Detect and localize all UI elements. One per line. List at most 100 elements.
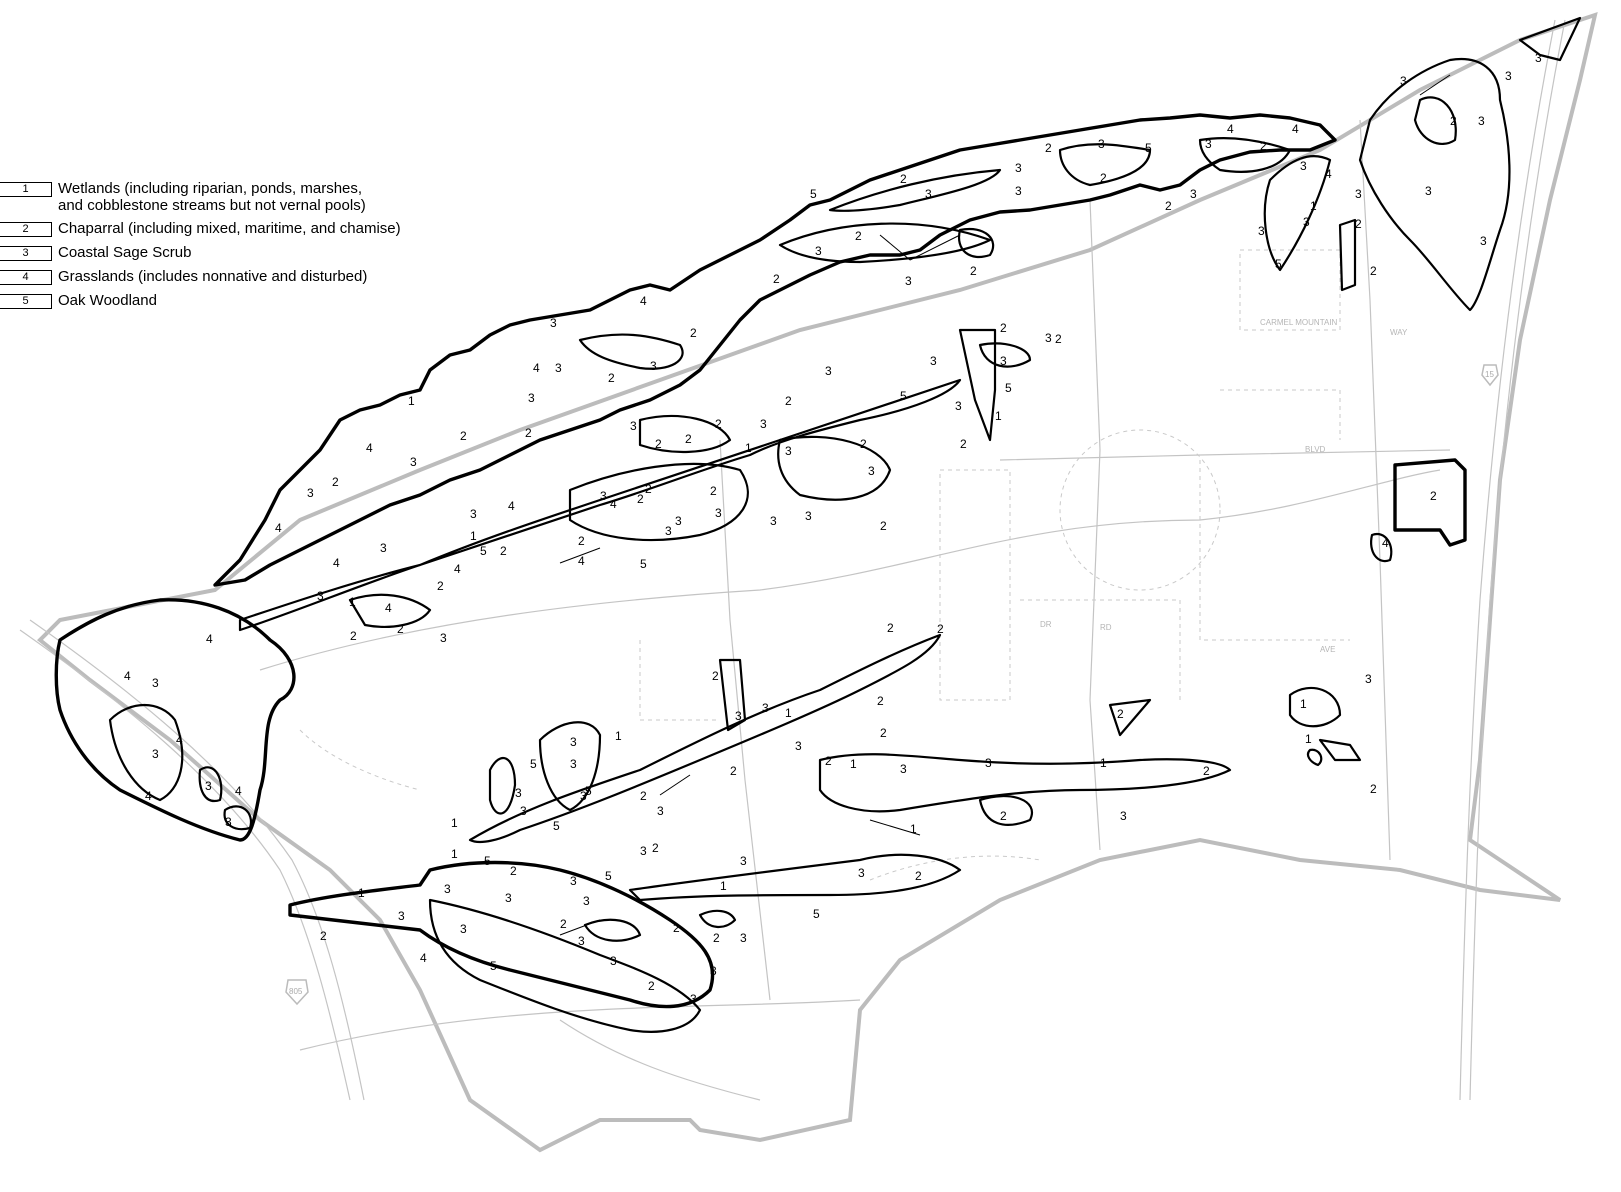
habitat-code-label: 3 <box>307 486 314 500</box>
habitat-code-label: 3 <box>665 524 672 538</box>
habitat-code-label: 4 <box>610 497 617 511</box>
planning-boundary <box>37 11 1598 1153</box>
habitat-polygon-central-south <box>468 633 942 844</box>
habitat-code-label: 3 <box>410 455 417 469</box>
legend-swatch: 3 <box>0 246 52 261</box>
habitat-code-label: 2 <box>460 429 467 443</box>
habitat-code-label: 2 <box>320 929 327 943</box>
habitat-code-label: 1 <box>451 847 458 861</box>
habitat-code-label: 2 <box>1355 217 1362 231</box>
habitat-code-label: 1 <box>451 816 458 830</box>
habitat-code-label: 2 <box>640 789 647 803</box>
habitat-code-label: 3 <box>1098 137 1105 151</box>
main-arterial <box>259 469 1441 671</box>
habitat-code-label: 2 <box>900 172 907 186</box>
habitat-code-label: 2 <box>1045 141 1052 155</box>
habitat-code-label: 2 <box>712 669 719 683</box>
habitat-code-label: 3 <box>1480 234 1487 248</box>
habitat-code-label: 2 <box>1055 332 1062 346</box>
habitat-code-label: 2 <box>1450 114 1457 128</box>
legend-label: Coastal Sage Scrub <box>58 244 192 261</box>
habitat-code-label: 4 <box>508 499 515 513</box>
habitat-code-label: 2 <box>970 264 977 278</box>
habitat-code-label: 1 <box>745 441 752 455</box>
habitat-polygon-south-band <box>288 860 715 1009</box>
habitat-code-label: 3 <box>570 735 577 749</box>
habitat-code-label: 2 <box>960 437 967 451</box>
habitat-code-label: 2 <box>877 694 884 708</box>
legend-swatch: 2 <box>0 222 52 237</box>
habitat-code-label: 4 <box>366 441 373 455</box>
legend-label: Oak Woodland <box>58 292 157 309</box>
habitat-code-label: 3 <box>900 762 907 776</box>
habitat-code-label: 3 <box>1045 331 1052 345</box>
habitat-code-label: 4 <box>1382 536 1389 550</box>
habitat-code-label: 2 <box>1430 489 1437 503</box>
habitat-code-label: 3 <box>690 992 697 1006</box>
habitat-code-label: 3 <box>380 541 387 555</box>
habitat-polygon-west <box>54 598 296 842</box>
legend-swatch: 5 <box>0 294 52 309</box>
habitat-code-label: 1 <box>910 822 917 836</box>
street-label: WAY <box>1390 328 1408 337</box>
habitat-code-label: 3 <box>440 631 447 645</box>
habitat-code-label: 3 <box>710 964 717 978</box>
habitat-code-label: 5 <box>813 907 820 921</box>
habitat-code-label: 2 <box>773 272 780 286</box>
habitat-code-label: 3 <box>735 709 742 723</box>
habitat-code-label: 2 <box>1000 809 1007 823</box>
habitat-polygon-mid <box>238 378 962 632</box>
habitat-code-label: 1 <box>470 529 477 543</box>
habitat-code-label: 2 <box>350 629 357 643</box>
svg-text:15: 15 <box>1485 370 1494 379</box>
habitat-code-label: 2 <box>510 864 517 878</box>
habitat-code-label: 3 <box>985 756 992 770</box>
shield-805: 805 <box>285 979 309 1006</box>
habitat-code-label: 4 <box>420 951 427 965</box>
habitat-code-label: 3 <box>225 815 232 829</box>
habitat-polygon-ne <box>1358 57 1511 312</box>
habitat-code-label: 1 <box>1310 199 1317 213</box>
habitat-code-label: 3 <box>550 316 557 330</box>
habitat-code-label: 3 <box>317 589 324 603</box>
habitat-code-label: 5 <box>1275 257 1282 271</box>
habitat-code-label: 2 <box>1165 199 1172 213</box>
habitat-polygon-north-ridge <box>213 113 1337 587</box>
habitat-code-label: 2 <box>785 394 792 408</box>
habitat-code-label: 5 <box>1005 381 1012 395</box>
habitat-code-label: 3 <box>955 399 962 413</box>
habitat-code-label: 2 <box>880 726 887 740</box>
habitat-code-label: 1 <box>358 886 365 900</box>
habitat-code-label: 3 <box>740 854 747 868</box>
habitat-code-label: 4 <box>275 521 282 535</box>
habitat-code-label: 2 <box>608 371 615 385</box>
shield-15: 15 <box>1481 364 1499 387</box>
habitat-code-label: 1 <box>785 706 792 720</box>
habitat-code-label: 3 <box>398 909 405 923</box>
habitat-code-label: 3 <box>152 747 159 761</box>
habitat-code-label: 3 <box>444 882 451 896</box>
habitat-code-label: 2 <box>652 841 659 855</box>
habitat-code-label: 3 <box>640 844 647 858</box>
habitat-code-label: 3 <box>858 866 865 880</box>
habitat-code-label: 4 <box>333 556 340 570</box>
habitat-code-label: 3 <box>205 779 212 793</box>
habitat-code-label: 2 <box>855 229 862 243</box>
street-label: CARMEL MOUNTAIN <box>1260 318 1338 327</box>
habitat-code-label: 4 <box>640 294 647 308</box>
legend-item-chaparral: 2 Chaparral (including mixed, maritime, … <box>0 220 401 244</box>
habitat-code-label: 4 <box>206 632 213 646</box>
legend-item-wetlands: 1 Wetlands (including riparian, ponds, m… <box>0 180 401 220</box>
habitat-code-label: 2 <box>825 754 832 768</box>
habitat-code-label: 3 <box>805 509 812 523</box>
habitat-code-label: 3 <box>528 391 535 405</box>
habitat-code-label: 5 <box>605 869 612 883</box>
habitat-code-label: 4 <box>124 669 131 683</box>
habitat-code-label: 3 <box>600 489 607 503</box>
legend-label: Grasslands (includes nonnative and distu… <box>58 268 368 285</box>
habitat-code-label: 2 <box>1370 264 1377 278</box>
habitat-code-label: 2 <box>715 417 722 431</box>
legend-item-oak-woodland: 5 Oak Woodland <box>0 292 401 316</box>
habitat-code-label: 1 <box>720 879 727 893</box>
